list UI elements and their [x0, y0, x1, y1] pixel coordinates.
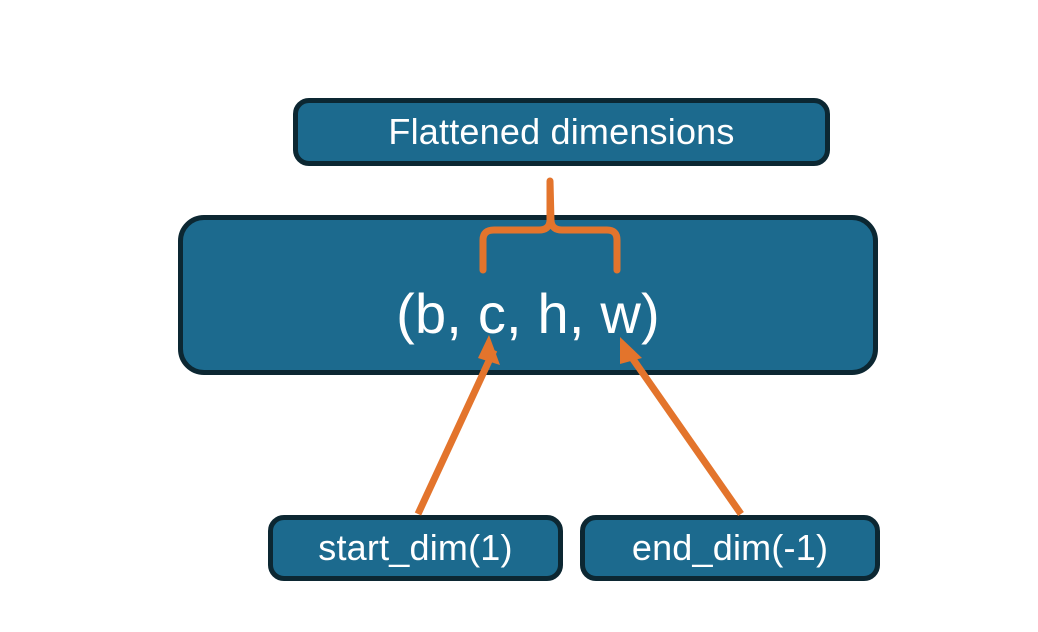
- node-start-dim: start_dim(1): [268, 515, 563, 581]
- node-tensor-shape-label: (b, c, h, w): [396, 281, 660, 345]
- node-flattened-dimensions-label: Flattened dimensions: [388, 111, 735, 152]
- node-end-dim-label: end_dim(-1): [631, 527, 829, 568]
- node-flattened-dimensions: Flattened dimensions: [293, 98, 830, 166]
- node-end-dim: end_dim(-1): [580, 515, 880, 581]
- node-start-dim-label: start_dim(1): [318, 527, 513, 568]
- node-tensor-shape: (b, c, h, w): [178, 215, 878, 375]
